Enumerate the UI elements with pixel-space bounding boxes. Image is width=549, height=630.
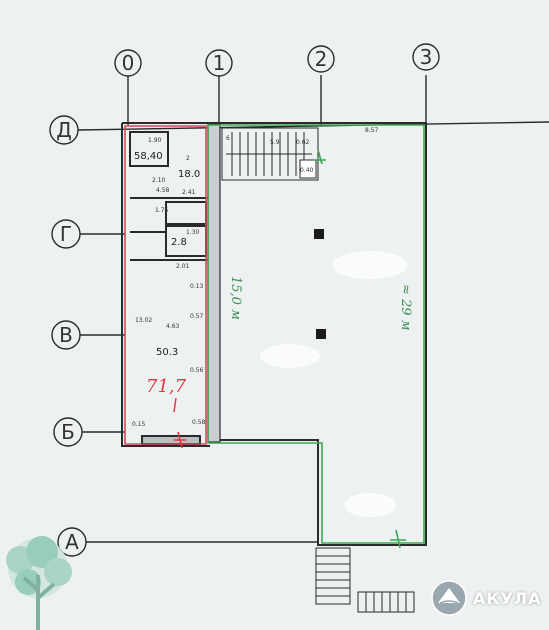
dim-1-90: 1.90 — [148, 137, 162, 144]
outer-wall — [122, 122, 427, 546]
column-1 — [314, 229, 324, 239]
axis-label-d: Д — [56, 118, 72, 142]
room-labels: 58,40 18.0 2.8 50.3 — [134, 151, 200, 358]
dim-2-01: 2.01 — [176, 263, 190, 270]
dim-0-57: 0.57 — [190, 313, 204, 320]
column-2 — [316, 329, 326, 339]
blur-mark-2 — [260, 344, 320, 368]
axis-bubble-b — [53, 417, 83, 447]
red-outline — [124, 125, 207, 445]
blur-mark-1 — [332, 251, 408, 279]
axis-line-d — [77, 121, 549, 131]
entrance-steps-bottom — [357, 591, 415, 613]
dim-0-62: 0.62 — [296, 139, 310, 146]
dim-0-40: 0.40 — [300, 167, 314, 174]
dim-1-75: 1.75 — [155, 207, 169, 214]
axis-bubble-1 — [205, 49, 233, 77]
dim-2-41: 2.41 — [182, 189, 196, 196]
axis-label-b: Б — [61, 420, 75, 444]
dim-4-58: 4.58 — [156, 187, 170, 194]
dim-4-63: 4.63 — [166, 323, 180, 330]
axis-bubble-0 — [114, 49, 142, 77]
axis-label-0: 0 — [122, 51, 135, 75]
axis-bubble-g — [51, 219, 81, 249]
green-outline — [207, 124, 425, 544]
dim-5-9: 5.9 — [270, 139, 280, 146]
staircase — [221, 127, 319, 181]
stair-box-small — [299, 159, 317, 179]
entrance-steps-left — [315, 547, 351, 605]
dim-6: 6 — [226, 135, 230, 142]
dim-0-56: 0.56 — [190, 367, 204, 374]
axis-bubble-d — [49, 115, 79, 145]
axis-label-a: А — [65, 530, 79, 554]
room-top-left — [129, 131, 169, 167]
dim-8-57: 8.57 — [365, 127, 379, 134]
brand-logo: АКУЛА — [431, 578, 541, 618]
total-area-red-note: 71,7 — [146, 376, 187, 397]
axis-bubble-v — [51, 320, 81, 350]
axis-label-2: 2 — [315, 47, 328, 71]
axis-bubble-3 — [412, 43, 440, 71]
axis-lines — [77, 75, 549, 543]
dim-13-02: 13.02 — [135, 317, 152, 324]
axis-label-v: В — [59, 323, 73, 347]
axis-bubbles — [49, 43, 440, 557]
blur-marks — [260, 251, 408, 517]
green-entry-mark-bottom — [390, 529, 406, 549]
dim-1-30: 1.30 — [186, 229, 200, 236]
axis-label-g: Г — [60, 222, 72, 246]
wall-divider — [207, 123, 221, 443]
axis-bubble-2 — [307, 45, 335, 73]
room-18-area: 18.0 — [178, 169, 200, 180]
axis-bubble-a — [57, 527, 87, 557]
axis-labels: 0 1 2 3 Д Г В Б А — [56, 45, 432, 554]
red-note-mark — [173, 397, 177, 413]
length-note-green: ≈ 29 м — [398, 284, 413, 330]
stair-box — [221, 127, 319, 181]
green-entry-mark — [314, 149, 326, 165]
dim-0-58: 0.58 — [192, 419, 206, 426]
stair-steps — [226, 132, 312, 176]
room-top-left-area: 58,40 — [134, 151, 163, 162]
dim-0-13: 0.13 — [190, 283, 204, 290]
blur-mark-3 — [344, 493, 396, 517]
dim-2-top: 2 — [186, 155, 190, 162]
axis-label-3: 3 — [420, 45, 433, 69]
dim-0-15: 0.15 — [132, 421, 146, 428]
axis-label-1: 1 — [213, 51, 226, 75]
entrance-stairs — [315, 547, 415, 613]
dim-2-10: 2.10 — [152, 177, 166, 184]
brand-name: АКУЛА — [473, 588, 542, 608]
room-small-area: 2.8 — [171, 237, 187, 248]
tree-watermark-icon — [6, 536, 72, 630]
width-note-green: 15,0 м — [228, 276, 243, 320]
walls — [121, 122, 427, 546]
red-entry-mark — [174, 431, 186, 449]
shark-logo-icon — [431, 580, 467, 616]
left-wall — [121, 123, 210, 447]
window-bottom — [141, 435, 201, 445]
room-big-area: 50.3 — [156, 347, 178, 358]
dimension-labels: 1.90 2 2.10 4.58 2.41 1.75 1.30 2.01 0.1… — [132, 127, 379, 428]
